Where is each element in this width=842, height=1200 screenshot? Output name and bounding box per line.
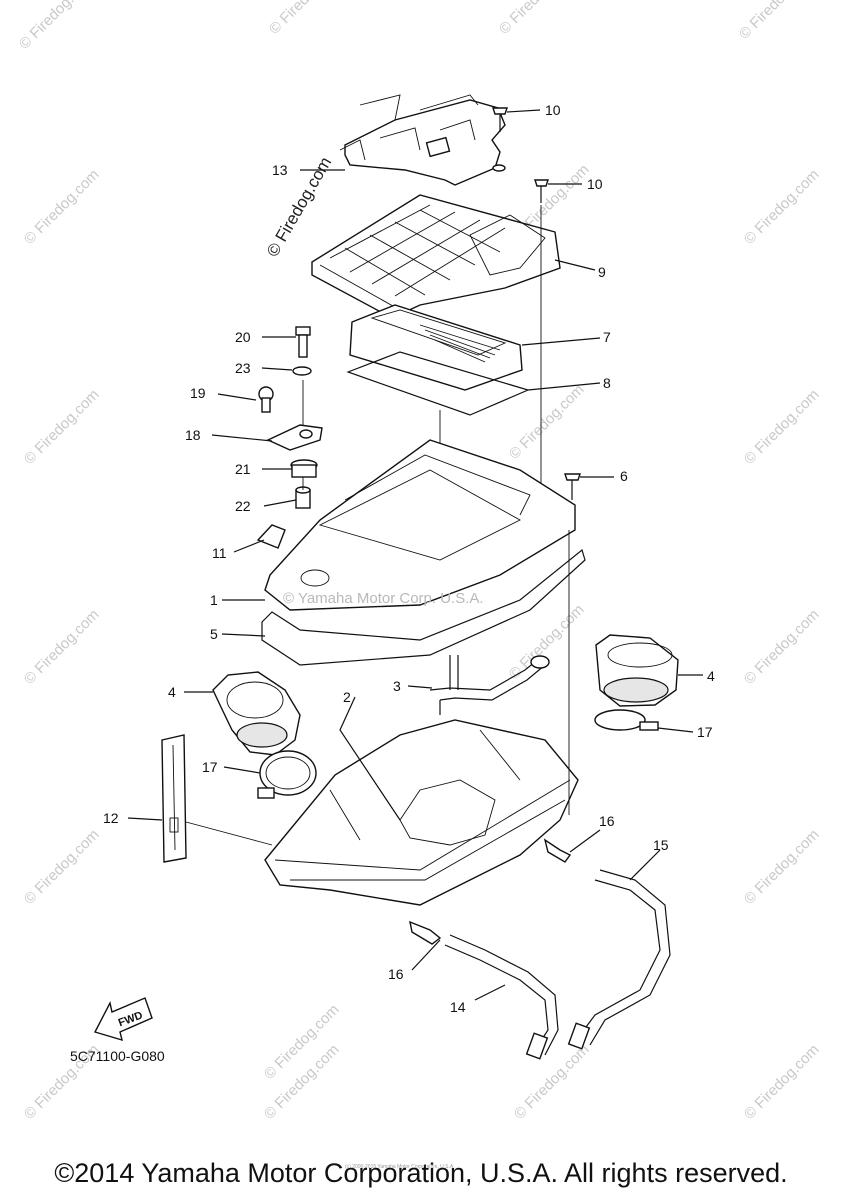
watermark: © Firedog.com — [21, 166, 103, 248]
leader-lines — [127, 109, 703, 1001]
callout-4: 4 — [707, 668, 715, 684]
callout-1: 1 — [210, 592, 218, 608]
callout-22: 22 — [235, 498, 251, 514]
callout-21: 21 — [235, 461, 251, 477]
small-hardware — [256, 107, 581, 549]
callout-10: 10 — [545, 102, 561, 118]
callout-11: 11 — [212, 545, 227, 561]
watermark: © Firedog.com — [496, 0, 578, 38]
part-7-filter-element — [349, 304, 523, 391]
watermark: © Firedog.com — [506, 601, 588, 683]
part-5-gasket — [261, 548, 586, 666]
callout-2: 2 — [343, 689, 351, 705]
callout-7: 7 — [603, 329, 611, 345]
callout-14: 14 — [450, 999, 466, 1015]
callout-10: 10 — [587, 176, 603, 192]
callout-18: 18 — [185, 427, 201, 443]
copyright-notice: ©2014 Yamaha Motor Corporation, U.S.A. A… — [54, 1158, 788, 1188]
callout-12: 12 — [103, 810, 119, 826]
watermark: © Firedog.com — [16, 0, 98, 53]
callout-8: 8 — [603, 375, 611, 391]
watermark: © Firedog.com — [266, 0, 348, 38]
hoses — [409, 838, 671, 1060]
part-12-label — [161, 734, 187, 863]
inline-watermark: © Yamaha Motor Corp. U.S.A. — [283, 590, 484, 607]
callout-5: 5 — [210, 626, 218, 642]
watermark: © Firedog.com — [741, 1041, 823, 1123]
callout-17: 17 — [697, 724, 713, 740]
watermark: © Firedog.com — [21, 826, 103, 908]
callout-13: 13 — [272, 162, 288, 178]
part-9-cover — [311, 194, 561, 319]
callout-3: 3 — [393, 678, 401, 694]
part-2-airbox-lower — [264, 530, 579, 906]
callout-6: 6 — [620, 468, 628, 484]
callout-16: 16 — [388, 966, 404, 982]
watermark: © Firedog.com — [741, 826, 823, 908]
watermark: © Firedog.com — [511, 1041, 593, 1123]
callout-19: 19 — [190, 385, 206, 401]
watermark: © Firedog.com — [736, 0, 818, 43]
fine-print: (c) 2000-2015 Yamaha Motor Corporation, … — [345, 1164, 455, 1170]
callouts: 10 10 13 9 7 8 20 23 19 18 21 6 22 11 1 … — [103, 102, 715, 1015]
watermark: © Firedog.com — [741, 166, 823, 248]
callout-16: 16 — [599, 813, 615, 829]
part-1-airbox-upper: © Yamaha Motor Corp. U.S.A. — [264, 439, 576, 611]
callout-20: 20 — [235, 329, 251, 345]
fwd-arrow: FWD — [93, 997, 153, 1042]
watermark: © Firedog.com — [21, 386, 103, 468]
callout-4: 4 — [168, 684, 176, 700]
watermark: © Firedog.com — [741, 386, 823, 468]
part-13-bracket — [339, 94, 506, 186]
watermark: © Firedog.com — [506, 381, 588, 463]
watermark: © Firedog.com — [21, 606, 103, 688]
part-4-joint-left — [212, 671, 301, 756]
callout-17: 17 — [202, 759, 218, 775]
part-code: 5C71100-G080 — [70, 1048, 165, 1064]
callout-23: 23 — [235, 360, 251, 376]
part-4-joint-right — [595, 634, 679, 707]
callout-15: 15 — [653, 837, 669, 853]
watermark: © Firedog.com — [741, 606, 823, 688]
callout-9: 9 — [598, 264, 606, 280]
part-3-breather-pipe — [429, 655, 550, 715]
